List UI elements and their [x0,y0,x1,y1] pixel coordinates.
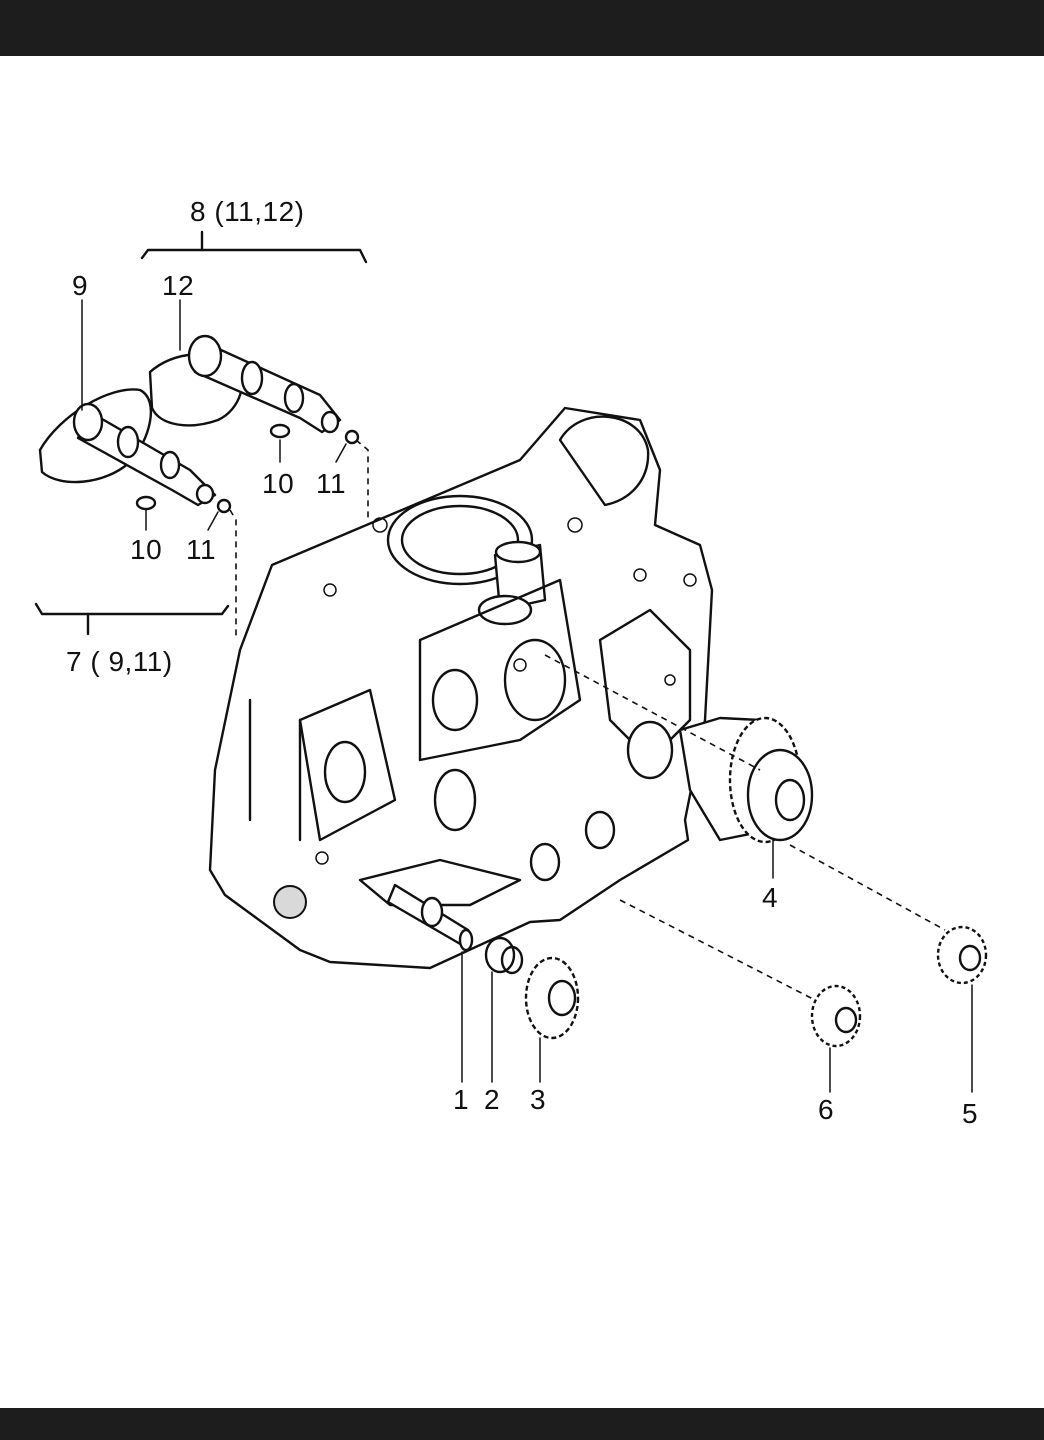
bracket-group-8 [142,232,366,262]
callout-part-9: 9 [72,272,88,300]
callout-part-3: 3 [530,1086,546,1114]
callout-part-2: 2 [484,1086,500,1114]
callout-part-5: 5 [962,1100,978,1128]
callout-part-11-lower: 11 [186,536,216,564]
large-gear-part-4 [680,718,945,930]
callout-part-6: 6 [818,1096,834,1124]
callout-part-1: 1 [453,1086,469,1114]
shaft-part-12 [150,300,340,432]
callout-group-8: 8 (11,12) [190,198,305,226]
bracket-group-7 [36,604,228,634]
small-gear-part-5 [938,927,986,1092]
callout-group-7: 7 ( 9,11) [66,648,173,676]
callout-part-11-upper: 11 [316,470,346,498]
callout-part-10-lower: 10 [130,536,162,564]
callout-part-4: 4 [762,884,778,912]
callout-part-12: 12 [162,272,194,300]
callout-part-10-upper: 10 [262,470,294,498]
